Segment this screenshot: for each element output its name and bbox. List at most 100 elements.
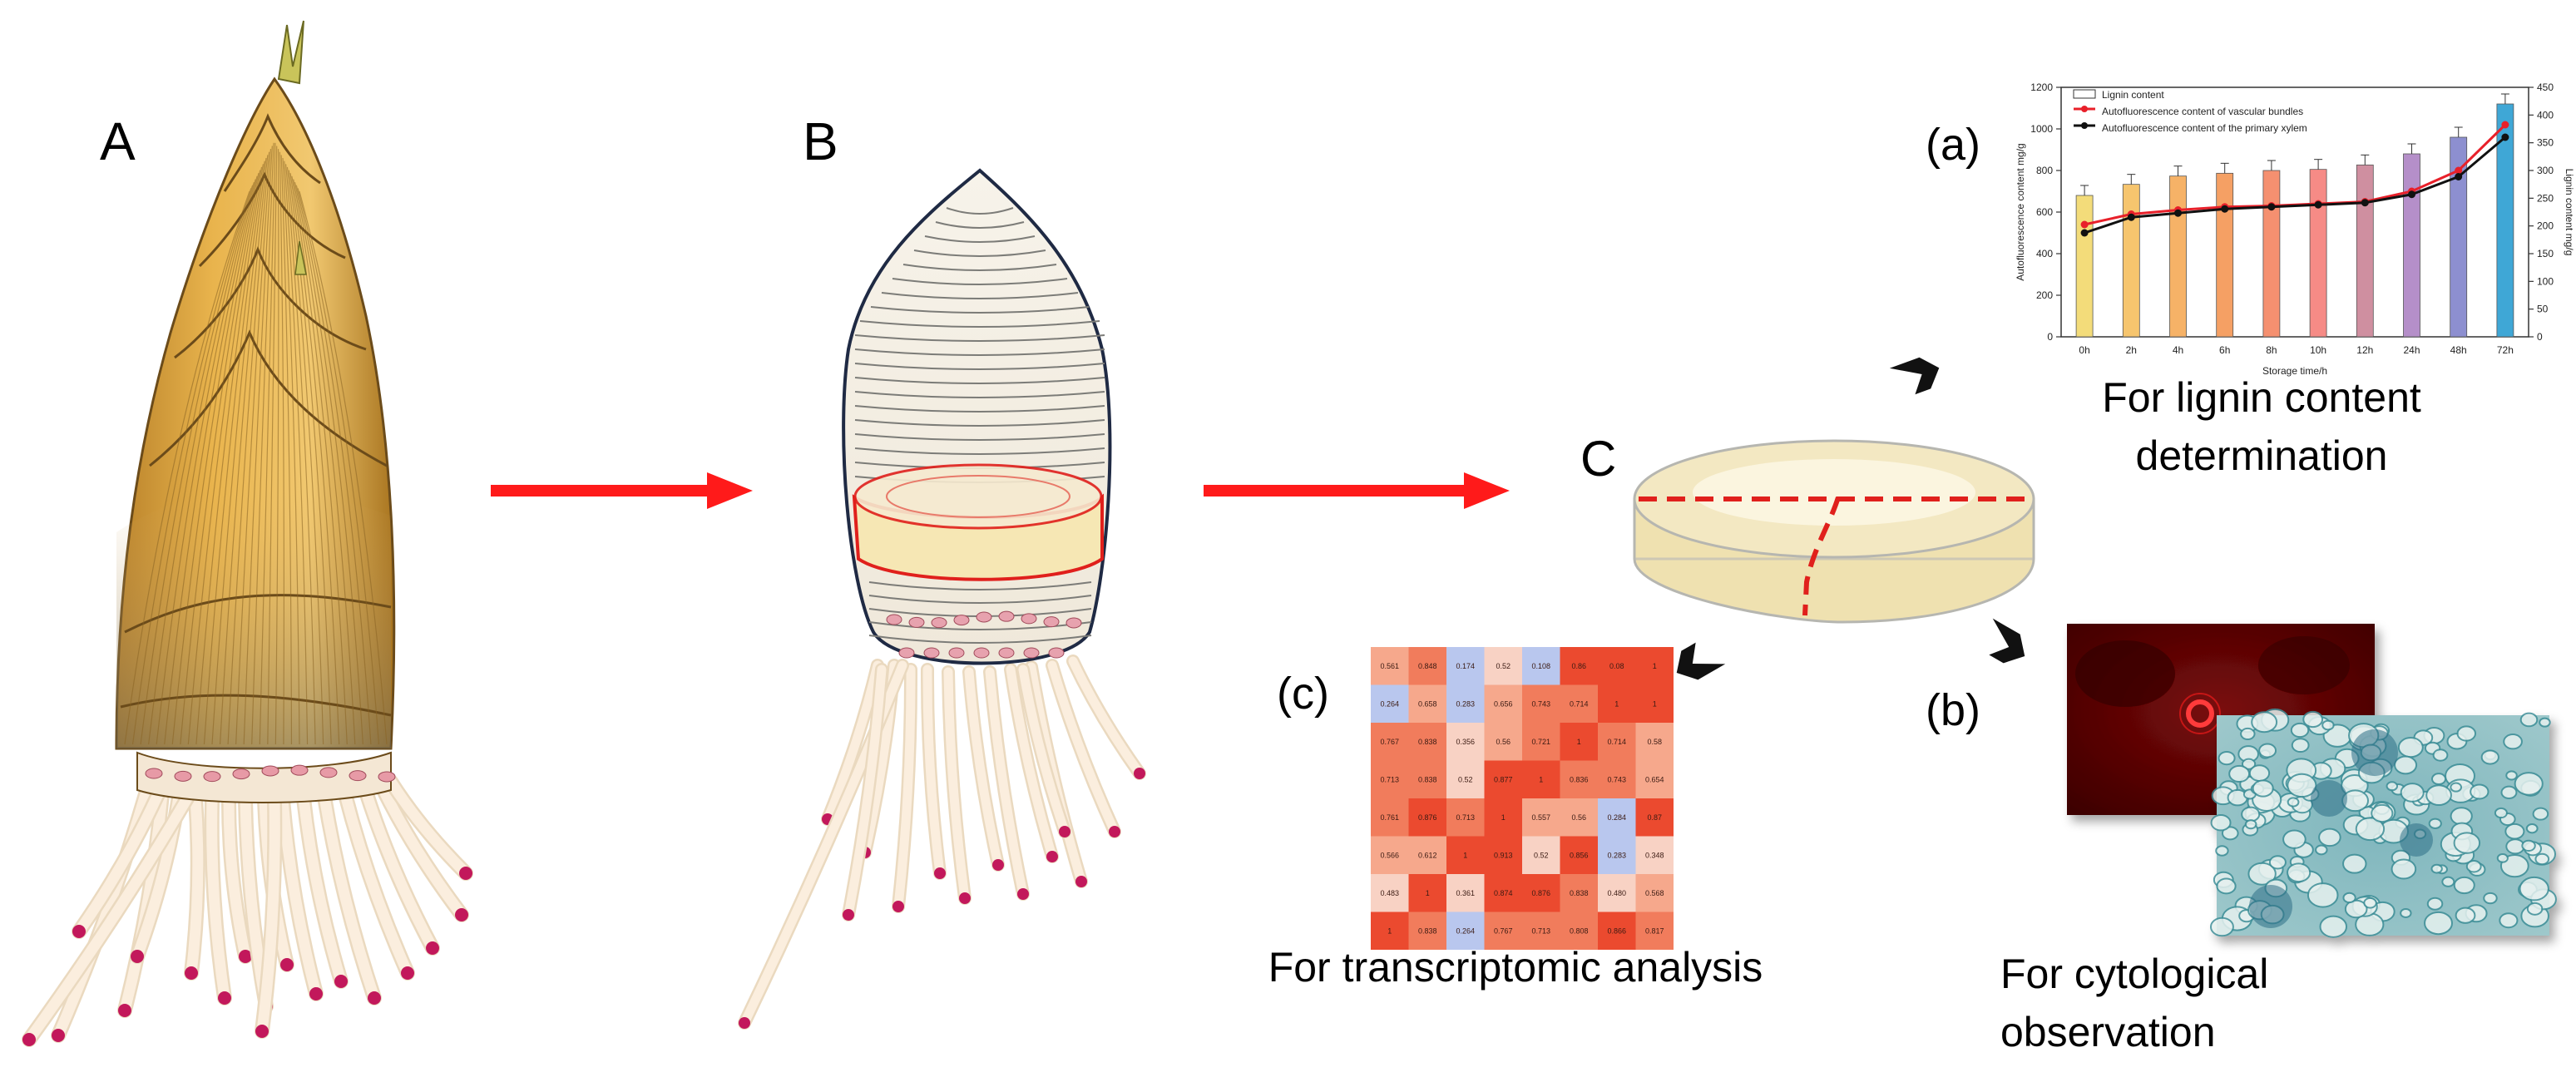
cell: [2450, 807, 2473, 826]
heatmap-cell: [1522, 798, 1560, 837]
x-axis-label: Storage time/h: [2262, 365, 2327, 377]
legend-swatch: [2081, 106, 2088, 112]
series-point: [2080, 229, 2089, 237]
cell: [2291, 738, 2310, 753]
disc-sample: [1633, 439, 2035, 624]
heatmap-cell: [1560, 723, 1598, 761]
cell: [2394, 755, 2418, 775]
x-tick-label: 2h: [2126, 344, 2137, 356]
root-tip: [280, 958, 294, 971]
heatmap-cell: [1598, 647, 1636, 685]
heatmap-cell: [1522, 723, 1560, 761]
x-tick-label: 6h: [2219, 344, 2230, 356]
cell: [2483, 892, 2498, 905]
heatmap-cell: [1560, 647, 1598, 685]
root-node: [923, 647, 940, 659]
root-tip: [118, 1004, 131, 1017]
root-tip: [992, 859, 1004, 871]
cell: [2307, 882, 2339, 908]
root-node: [1066, 617, 1082, 629]
heatmap-cell: [1522, 836, 1560, 874]
root-tip: [255, 1025, 269, 1038]
root-node: [908, 616, 925, 628]
root-node: [976, 611, 992, 623]
heatmap-cell: [1635, 684, 1674, 723]
root-tip: [218, 991, 231, 1005]
heatmap-cell: [1484, 723, 1522, 761]
bar: [2216, 172, 2234, 338]
root-node: [1023, 647, 1040, 659]
cell: [2430, 863, 2443, 874]
heatmap-cell-value: 0.08: [1609, 662, 1624, 670]
root-tip: [22, 1033, 36, 1046]
heatmap-cell: [1484, 647, 1522, 685]
cell: [2258, 743, 2277, 758]
root-tip: [185, 966, 198, 980]
root-node: [931, 617, 947, 629]
root-tip: [426, 941, 439, 955]
cell: [2428, 818, 2442, 829]
cell: [2505, 770, 2518, 781]
root-tip: [459, 867, 472, 880]
root-tip: [1017, 888, 1029, 900]
cell: [2499, 912, 2519, 929]
cell: [2496, 853, 2509, 863]
x-tick-label: 0h: [2079, 344, 2089, 356]
heatmap-cell-value: 0.283: [1456, 699, 1475, 708]
heatmap-cell: [1560, 760, 1598, 798]
heatmap-cell-value: 0.56: [1571, 813, 1586, 822]
root-tip: [131, 950, 144, 963]
cell: [2386, 781, 2399, 792]
heatmap-cell-value: 1: [1426, 889, 1430, 897]
root-tip: [334, 975, 348, 988]
cell: [2251, 711, 2278, 734]
cell: [2534, 852, 2550, 866]
root-node: [349, 770, 367, 782]
caption-c: For transcriptomic analysis: [1268, 944, 1763, 990]
heatmap-cell-value: 0.561: [1380, 662, 1399, 670]
heatmap-cell: [1598, 723, 1636, 761]
root-tip: [309, 987, 323, 1000]
heatmap-cell-value: 0.876: [1418, 813, 1437, 822]
root-node: [174, 770, 192, 782]
cell: [2252, 779, 2274, 798]
bar: [2309, 169, 2327, 338]
heatmap-cell-value: 1: [1387, 926, 1392, 935]
bar: [2262, 170, 2281, 338]
cell: [2432, 748, 2449, 762]
heatmap-cell-value: 0.874: [1494, 889, 1513, 897]
heatmap-cell: [1446, 874, 1485, 912]
root-node: [998, 647, 1015, 659]
heatmap-cell: [1408, 684, 1446, 723]
heatmap-cell-value: 1: [1614, 699, 1619, 708]
y-axis-label: Autofluorescence content mg/g: [2015, 143, 2026, 280]
red-arrow-icon: [1204, 472, 1510, 509]
root-node: [261, 765, 279, 777]
x-tick-label: 24h: [2403, 344, 2420, 356]
cell: [2228, 764, 2251, 783]
heatmap-cell-value: 0.761: [1380, 813, 1399, 822]
cell: [2244, 819, 2257, 830]
heatmap-cell: [1408, 874, 1446, 912]
cell: [2470, 783, 2489, 800]
cell: [2241, 758, 2257, 770]
y2-tick-label: 200: [2537, 220, 2554, 232]
cell: [2500, 785, 2518, 800]
heatmap-cell: [1635, 647, 1674, 685]
heatmap-cell: [1560, 798, 1598, 837]
heatmap-cell-value: 0.174: [1456, 662, 1475, 670]
root-tip: [72, 925, 86, 938]
cell: [2290, 722, 2310, 739]
cell: [2221, 826, 2239, 841]
cell: [2539, 717, 2551, 728]
stained-cluster: [2351, 729, 2398, 776]
root-node: [290, 764, 309, 776]
root-node: [898, 647, 915, 659]
black-chevron-icon: [1889, 357, 1940, 395]
cell: [2363, 897, 2377, 909]
legend-swatch: [2081, 122, 2088, 129]
heatmap-cell: [1560, 911, 1598, 950]
cell: [2240, 727, 2256, 741]
cell: [2247, 862, 2277, 886]
series-point: [2361, 199, 2369, 207]
